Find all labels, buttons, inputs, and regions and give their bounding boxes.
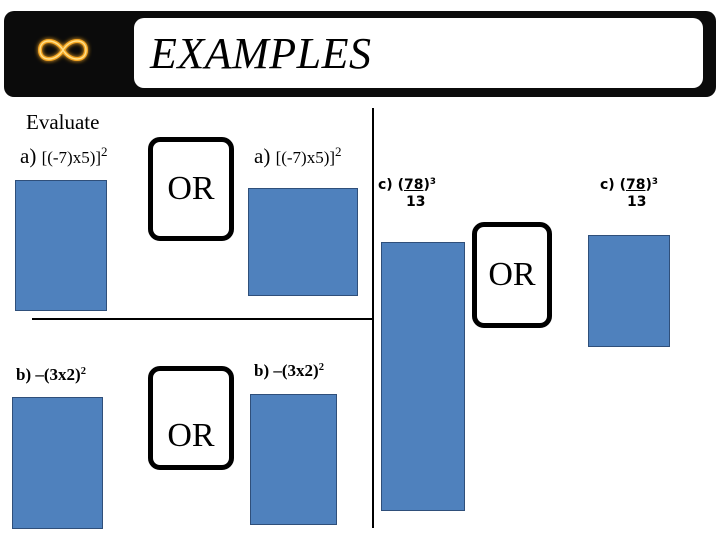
example-a-right-exponent: 2 (335, 143, 342, 159)
example-a-left-label: a) (20, 144, 37, 168)
answer-box-c-right (588, 235, 670, 347)
example-a-left-exponent: 2 (101, 143, 108, 159)
example-b-left: b) –(3x2)2 (16, 366, 86, 383)
answer-box-b-left (12, 397, 103, 529)
answer-box-a-left (15, 180, 107, 311)
example-a-left: a) [(-7)x5)]2 (20, 143, 108, 168)
example-a-right-label: a) (254, 144, 271, 168)
example-c-right-close: ) (645, 177, 652, 193)
example-c-left-denominator: 13 (406, 194, 426, 210)
example-a-right-expression: [(-7)x5)] (275, 148, 336, 167)
example-b-left-expression: b) –(3x2) (16, 365, 81, 384)
answer-box-b-right (250, 394, 337, 525)
example-c-right-prefix: c) ( (600, 177, 626, 193)
example-c-left-numerator: 78 (403, 177, 424, 193)
example-c-left-close: ) (423, 177, 430, 193)
example-b-left-exponent: 2 (80, 366, 86, 378)
example-c-right-denominator: 13 (627, 194, 647, 210)
example-c-right-exponent: 3 (651, 177, 658, 188)
answer-box-c-left (381, 242, 465, 511)
vertical-divider (372, 108, 374, 528)
example-a-left-expression: [(-7)x5)] (41, 148, 102, 167)
or-box-b: OR (148, 366, 234, 470)
or-label-a: OR (167, 170, 215, 207)
evaluate-heading: Evaluate (26, 110, 100, 134)
example-c-left-exponent: 3 (429, 177, 436, 188)
infinity-icon (37, 39, 89, 61)
title-box (134, 18, 703, 88)
example-b-right-expression: b) –(3x2) (254, 361, 319, 380)
or-label-b: OR (167, 417, 215, 454)
example-b-right: b) –(3x2)2 (254, 362, 324, 379)
or-box-a: OR (148, 137, 234, 241)
example-c-left-prefix: c) ( (378, 177, 404, 193)
or-box-c: OR (472, 222, 552, 328)
example-a-right: a) [(-7)x5)]2 (254, 143, 342, 168)
answer-box-a-right (248, 188, 358, 296)
or-label-c: OR (488, 256, 536, 293)
page-title: EXAMPLES (150, 29, 372, 78)
example-c-left: c) (78)3 (378, 178, 436, 192)
example-c-right: c) (78)3 (600, 178, 658, 192)
example-c-right-numerator: 78 (625, 177, 646, 193)
horizontal-divider (32, 318, 372, 320)
example-b-right-exponent: 2 (318, 362, 324, 374)
